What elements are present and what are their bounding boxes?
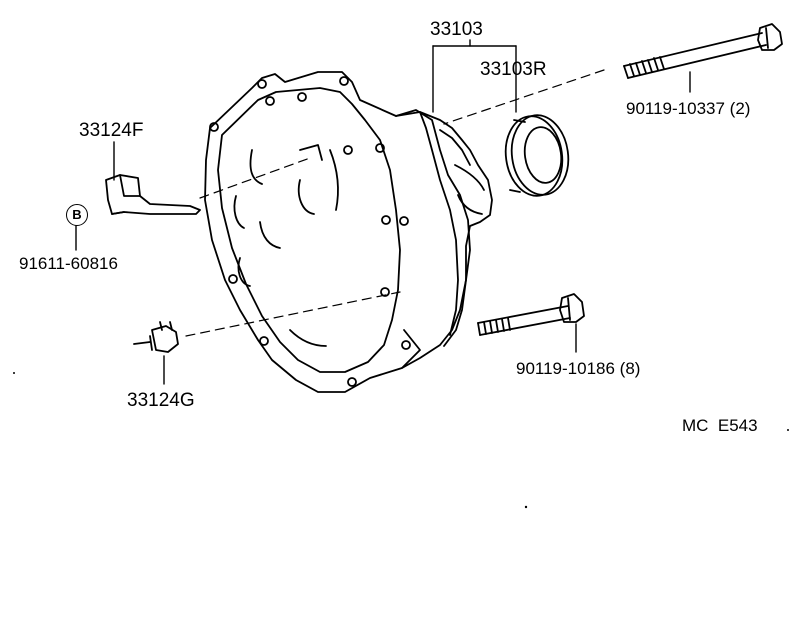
label-33103: 33103 xyxy=(430,19,483,40)
label-90119-10186: 90119-10186 (8) xyxy=(516,359,641,378)
long-bolt xyxy=(623,23,783,79)
breather-plug xyxy=(133,321,179,353)
alignment-lines xyxy=(185,69,605,337)
label-33124f: 33124F xyxy=(79,120,144,141)
leader-lines xyxy=(75,39,691,385)
short-bolt xyxy=(477,293,585,336)
transmission-case xyxy=(204,71,493,393)
oil-seal xyxy=(504,114,570,197)
label-33124g: 33124G xyxy=(127,390,195,411)
bracket xyxy=(105,174,201,215)
label-33103r: 33103R xyxy=(480,59,547,80)
circle-b-marker: B xyxy=(66,204,88,226)
label-91611-60816: 91611-60816 xyxy=(19,254,118,273)
diagram-code: MC E543 xyxy=(682,416,758,435)
label-90119-10337: 90119-10337 (2) xyxy=(626,99,751,118)
